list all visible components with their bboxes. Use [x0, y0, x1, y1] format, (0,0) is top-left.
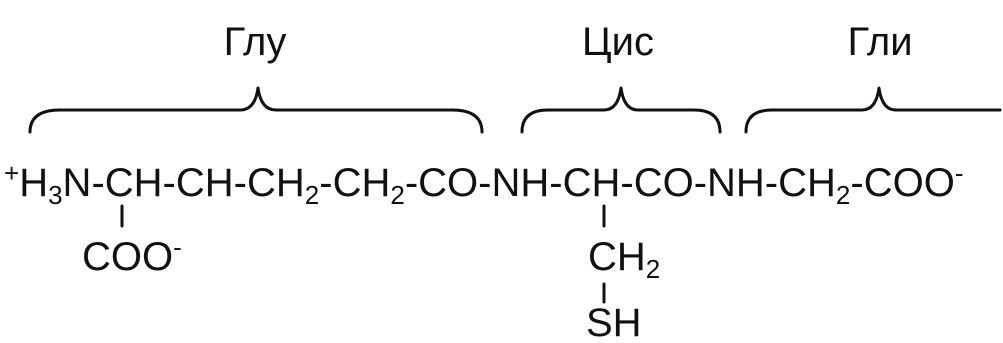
- bond-3: -: [234, 161, 247, 205]
- bond-4: -: [319, 161, 332, 205]
- group-cys-nh: NH: [491, 161, 549, 205]
- bond-8: -: [620, 161, 633, 205]
- residue-label-glu: Глу: [224, 20, 287, 64]
- brace-cys: [520, 86, 722, 134]
- group-gly-coo: COO: [864, 161, 955, 205]
- bond-7: -: [549, 161, 562, 205]
- n-terminus-n: N: [63, 161, 92, 205]
- subscript-ch2-a: 2: [305, 180, 319, 210]
- group-glu-ch: CH: [176, 161, 234, 205]
- group-glu-ch2-b: CH: [333, 161, 391, 205]
- group-gly-nh: NH: [707, 161, 765, 205]
- bond-6: -: [478, 161, 491, 205]
- residue-label-cys: Цис: [582, 20, 654, 64]
- cys-side-ch2: CH2: [588, 235, 660, 284]
- c-terminus-charge: -: [955, 158, 964, 188]
- group-cys-co: CO: [634, 161, 694, 205]
- glu-side-coo-charge: -: [173, 232, 182, 262]
- cys-side-ch2-text: CH: [588, 235, 646, 279]
- bond-2: -: [163, 161, 176, 205]
- main-chain-formula: +H3N-CH-CH-CH2-CH2-CO-NH-CH-CO-NH-CH2-CO…: [4, 158, 964, 210]
- subscript-ch2-b: 2: [390, 180, 404, 210]
- subscript-ch2-gly: 2: [836, 180, 850, 210]
- residue-label-gly: Гли: [847, 20, 912, 64]
- cys-side-sh: SH: [586, 301, 642, 343]
- glu-side-coo: COO-: [82, 232, 182, 279]
- bond-5: -: [405, 161, 418, 205]
- brace-glu: [28, 86, 484, 134]
- n-terminus-subscript: 3: [48, 180, 62, 210]
- bond-9: -: [694, 161, 707, 205]
- bond-11: -: [850, 161, 863, 205]
- brace-gly: [744, 86, 1002, 134]
- n-terminus-h: H: [19, 161, 48, 205]
- n-terminus-charge: +: [4, 158, 19, 188]
- cys-side-ch2-subscript: 2: [646, 254, 660, 284]
- group-glu-co: CO: [418, 161, 478, 205]
- bond-10: -: [765, 161, 778, 205]
- group-cys-ch: CH: [563, 161, 621, 205]
- glu-side-coo-text: COO: [82, 235, 173, 279]
- group-glu-alpha-ch: CH: [105, 161, 163, 205]
- group-gly-ch2: CH: [778, 161, 836, 205]
- group-glu-ch2-a: CH: [247, 161, 305, 205]
- bond-1: -: [91, 161, 104, 205]
